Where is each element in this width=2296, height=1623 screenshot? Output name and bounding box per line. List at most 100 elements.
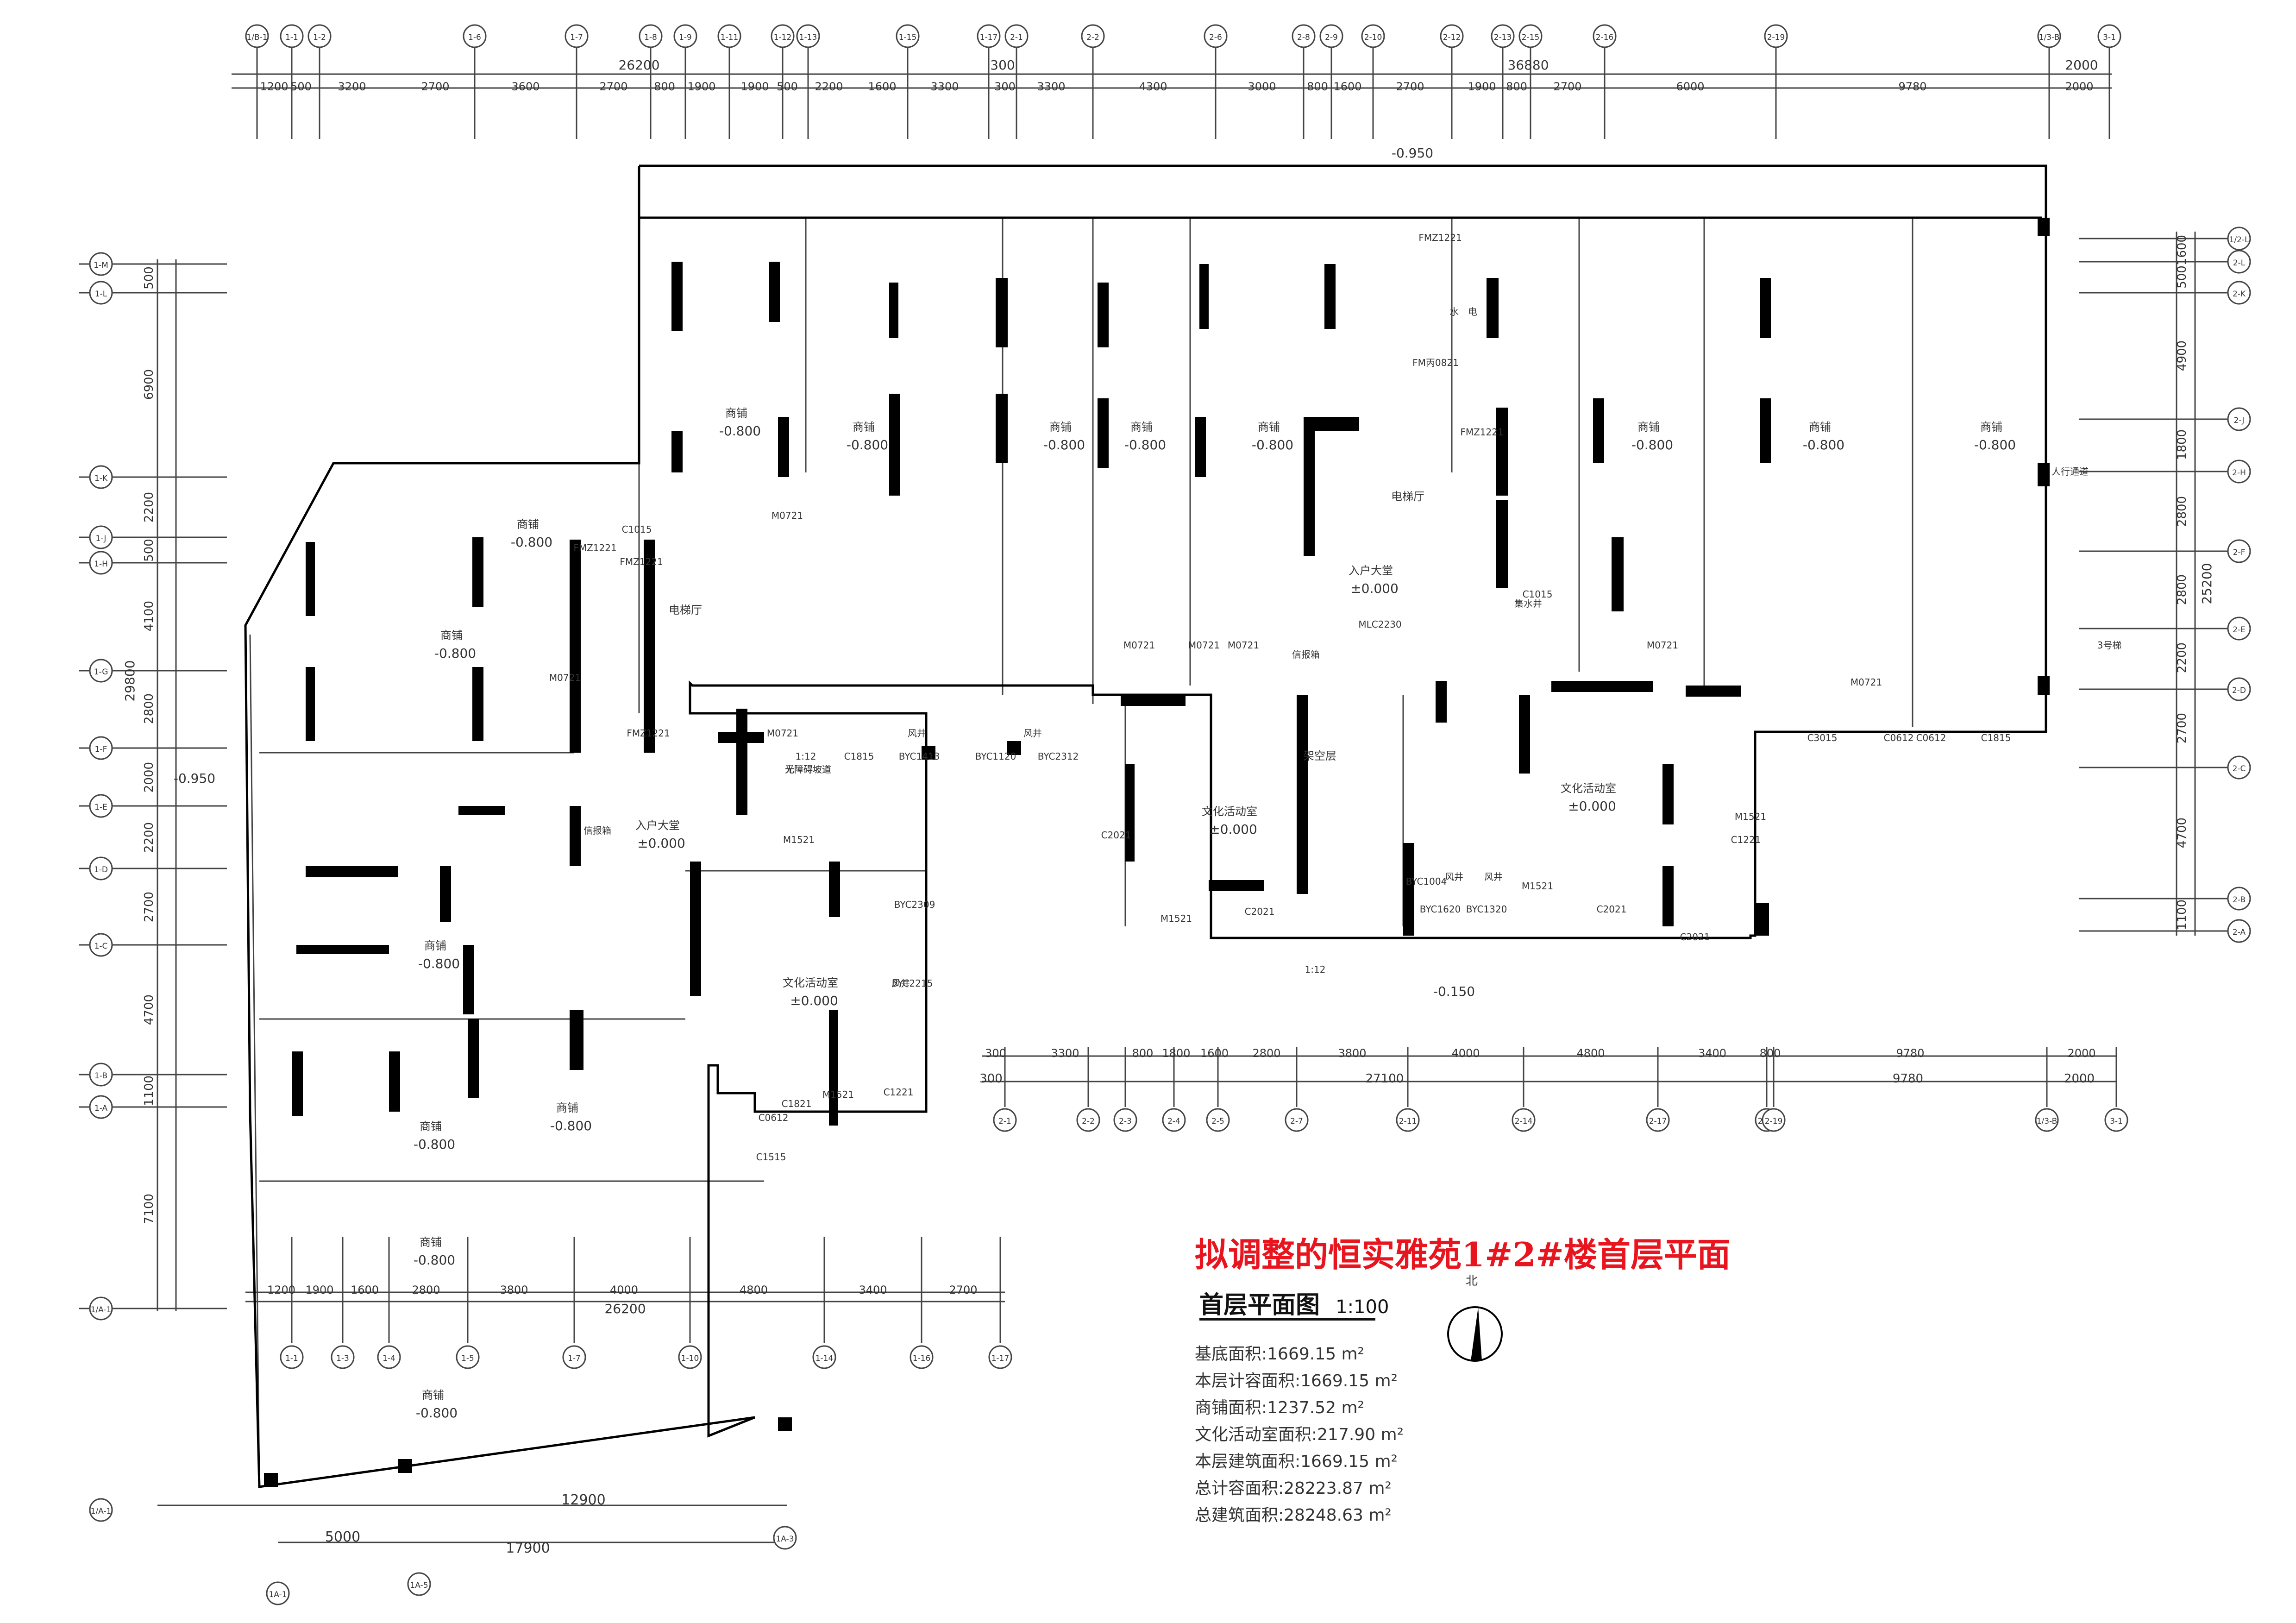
axis-bubble: [456, 1345, 480, 1369]
axis-bubble: [1162, 1108, 1186, 1132]
opening-label: C2021: [1245, 906, 1275, 917]
axis-bubble: [1076, 1108, 1100, 1132]
misc-label: 信报箱: [1292, 649, 1320, 660]
axis-bubble: [463, 24, 487, 48]
misc-label: 风井: [1445, 871, 1463, 882]
axis-label: 1-8: [644, 33, 657, 42]
wall-segment: [1662, 764, 1674, 824]
wall-outline: [244, 164, 2047, 1488]
wall-segment: [1195, 417, 1206, 477]
room-level: -0.800: [418, 956, 460, 971]
mid-dim-label: 4800: [1576, 1047, 1605, 1060]
stat-row: 总计容面积:28223.87 m²: [1195, 1475, 1404, 1502]
bottom-dim-label: 1600: [351, 1283, 379, 1296]
axis-label: 1A-3: [776, 1535, 794, 1544]
top-total-dim-label: 26200: [618, 57, 659, 73]
left-dim-label: 2200: [142, 492, 156, 522]
wall-segment: [1593, 398, 1604, 463]
axis-label: 2-E: [2233, 625, 2246, 635]
misc-label: 无障碍坡道: [785, 764, 831, 775]
wall-segment: [829, 862, 840, 917]
wall-segment: [440, 866, 451, 922]
left-dim-label: 6900: [142, 369, 156, 400]
axis-bubble: [2037, 24, 2061, 48]
axis-label: 2-9: [1325, 33, 1338, 42]
mid-dim-label: 2000: [2067, 1047, 2095, 1060]
opening-label: C0612: [759, 1112, 789, 1123]
top-dim-label: 2700: [1553, 80, 1581, 93]
right-dim-label: 4900: [2175, 340, 2189, 371]
axis-bubble: [89, 281, 113, 305]
wall-segment: [778, 1417, 792, 1431]
wall-segment: [1007, 741, 1021, 755]
lower-dim-label: 17900: [506, 1540, 550, 1556]
misc-label: 风井: [1484, 871, 1503, 882]
room-name: 商铺: [517, 518, 539, 531]
axis-label: 2-7: [1290, 1117, 1303, 1126]
axis-bubble: [280, 24, 304, 48]
axis-bubble: [773, 1526, 797, 1550]
axis-bubble: [1292, 24, 1316, 48]
axis-label: 2-1: [998, 1117, 1011, 1126]
left-dim-label: 2000: [142, 762, 156, 793]
opening-label: BYC2312: [1038, 751, 1079, 762]
axis-bubble: [812, 1345, 836, 1369]
room-name: 电梯厅: [669, 604, 702, 616]
mid-total-dim-label: 2000: [2064, 1072, 2095, 1086]
axis-label: 1-6: [468, 33, 481, 42]
opening-label: M1521: [1522, 881, 1553, 892]
axis-bubble: [1113, 1108, 1137, 1132]
opening-label: MLC2230: [1358, 619, 1401, 630]
opening-label: C0612: [1916, 732, 1946, 743]
opening-label: C1815: [1981, 732, 2011, 743]
room-level: -0.800: [1124, 437, 1166, 453]
axis-bubble: [89, 252, 113, 276]
room-name: 入户大堂: [635, 819, 680, 832]
wall-segment: [1686, 686, 1741, 697]
top-dim-label: 2700: [421, 80, 449, 93]
axis-label: 1A-1: [269, 1590, 287, 1599]
subtitle-underline: [1199, 1318, 1375, 1321]
axis-bubble: [717, 24, 741, 48]
wall-segment: [2038, 676, 2050, 695]
stat-value: 1669.15 m²: [1300, 1371, 1398, 1390]
top-dim-label: 1200: [260, 80, 288, 93]
opening-label: BYC1120: [975, 751, 1016, 762]
axis-bubble: [89, 794, 113, 818]
opening-label: M0721: [772, 510, 803, 521]
axis-label: 2-2: [1086, 33, 1099, 42]
axis-label: 2-2: [1082, 1117, 1095, 1126]
room-name: 商铺: [1049, 421, 1072, 434]
axis-label: 2-8: [1297, 33, 1310, 42]
axis-label: 2-10: [1364, 33, 1382, 42]
area-stats: 基底面积:1669.15 m² 本层计容面积:1669.15 m² 商铺面积:1…: [1195, 1341, 1404, 1529]
wall-segment: [736, 709, 747, 815]
opening-label: M1521: [822, 1089, 854, 1100]
axis-bubble: [1204, 24, 1228, 48]
axis-bubble: [771, 24, 795, 48]
top-total-dim-label: 36880: [1507, 57, 1549, 73]
wall-segment: [1403, 843, 1414, 936]
axis-label: 2-C: [2233, 764, 2246, 774]
axis-label: 1/3-B: [2039, 33, 2060, 42]
axis-bubble: [2227, 755, 2251, 780]
top-dim-label: 9780: [1898, 80, 1926, 93]
axis-label: 1-16: [913, 1354, 931, 1363]
axis-label: 2-19: [1767, 33, 1785, 42]
axis-bubble: [280, 1345, 304, 1369]
stat-label: 本层建筑面积:: [1195, 1452, 1301, 1471]
opening-label: C0612: [1884, 732, 1914, 743]
left-dim-label: 2800: [142, 693, 156, 724]
axis-label: 1-9: [679, 33, 692, 42]
opening-label: M1521: [783, 834, 815, 845]
left-dim-label: 1100: [142, 1076, 156, 1106]
level-label: -0.950: [174, 771, 215, 786]
axis-label: 1-17: [991, 1354, 1010, 1363]
axis-label: 1-G: [94, 667, 108, 677]
room-name: 商铺: [420, 1236, 442, 1249]
axis-label: 1/A-1: [91, 1507, 112, 1516]
wall-segment: [690, 862, 701, 996]
axis-bubble: [89, 1063, 113, 1087]
axis-label: 2-J: [2234, 416, 2245, 425]
axis-bubble: [1396, 1108, 1420, 1132]
